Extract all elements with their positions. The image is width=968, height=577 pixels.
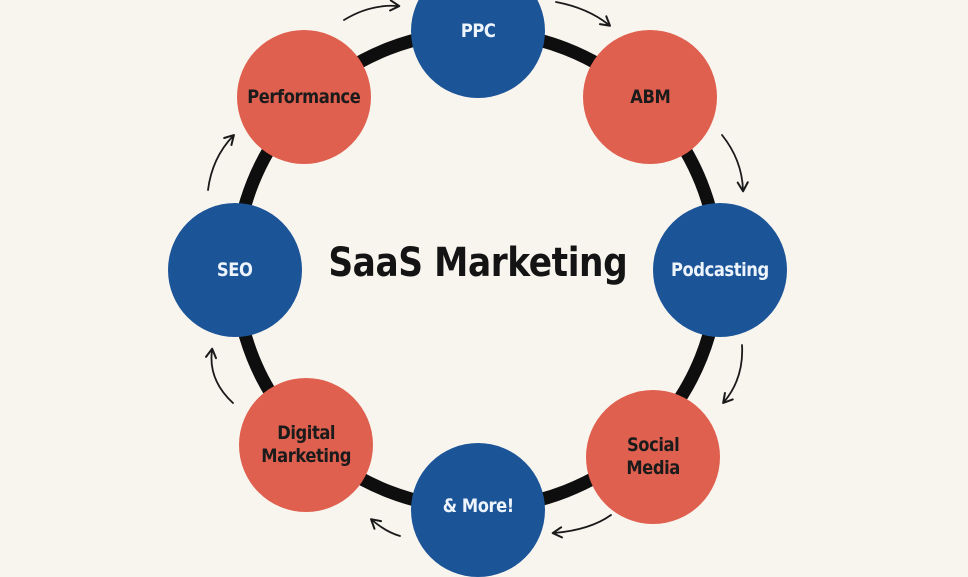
diagram-title: SaaS Marketing xyxy=(0,240,955,286)
node-digital-marketing-label: Digital Marketing xyxy=(261,422,351,467)
node-performance: Performance xyxy=(237,30,371,164)
node-abm: ABM xyxy=(583,30,717,164)
node-ppc-label: PPC xyxy=(460,19,496,42)
diagram-title-text: SaaS Marketing xyxy=(328,240,627,286)
node-abm-label: ABM xyxy=(629,85,671,108)
arrow-abm-to-podcasting-icon xyxy=(721,134,749,193)
arrow-more-to-digital-icon xyxy=(370,518,401,537)
node-performance-label: Performance xyxy=(247,85,361,108)
node-social-media-label: Social Media xyxy=(626,434,680,479)
node-seo-label: SEO xyxy=(217,258,253,281)
arrow-performance-to-ppc-icon xyxy=(343,0,401,21)
arrow-seo-to-performance-icon xyxy=(207,134,235,191)
node-podcasting: Podcasting xyxy=(653,203,787,337)
arrow-digital-to-seo-icon xyxy=(205,347,234,404)
flow-arrows xyxy=(205,0,749,539)
arrow-ppc-to-abm-icon xyxy=(555,1,611,27)
node-podcasting-label: Podcasting xyxy=(671,258,769,281)
node-digital-marketing: Digital Marketing xyxy=(239,378,373,512)
node-and-more-label: & More! xyxy=(442,495,514,517)
arrow-social-to-more-icon xyxy=(551,514,612,539)
node-social-media: Social Media xyxy=(586,390,720,524)
node-seo: SEO xyxy=(168,203,302,337)
arrow-podcasting-to-social-icon xyxy=(722,344,744,404)
node-and-more: & More! xyxy=(411,443,545,577)
